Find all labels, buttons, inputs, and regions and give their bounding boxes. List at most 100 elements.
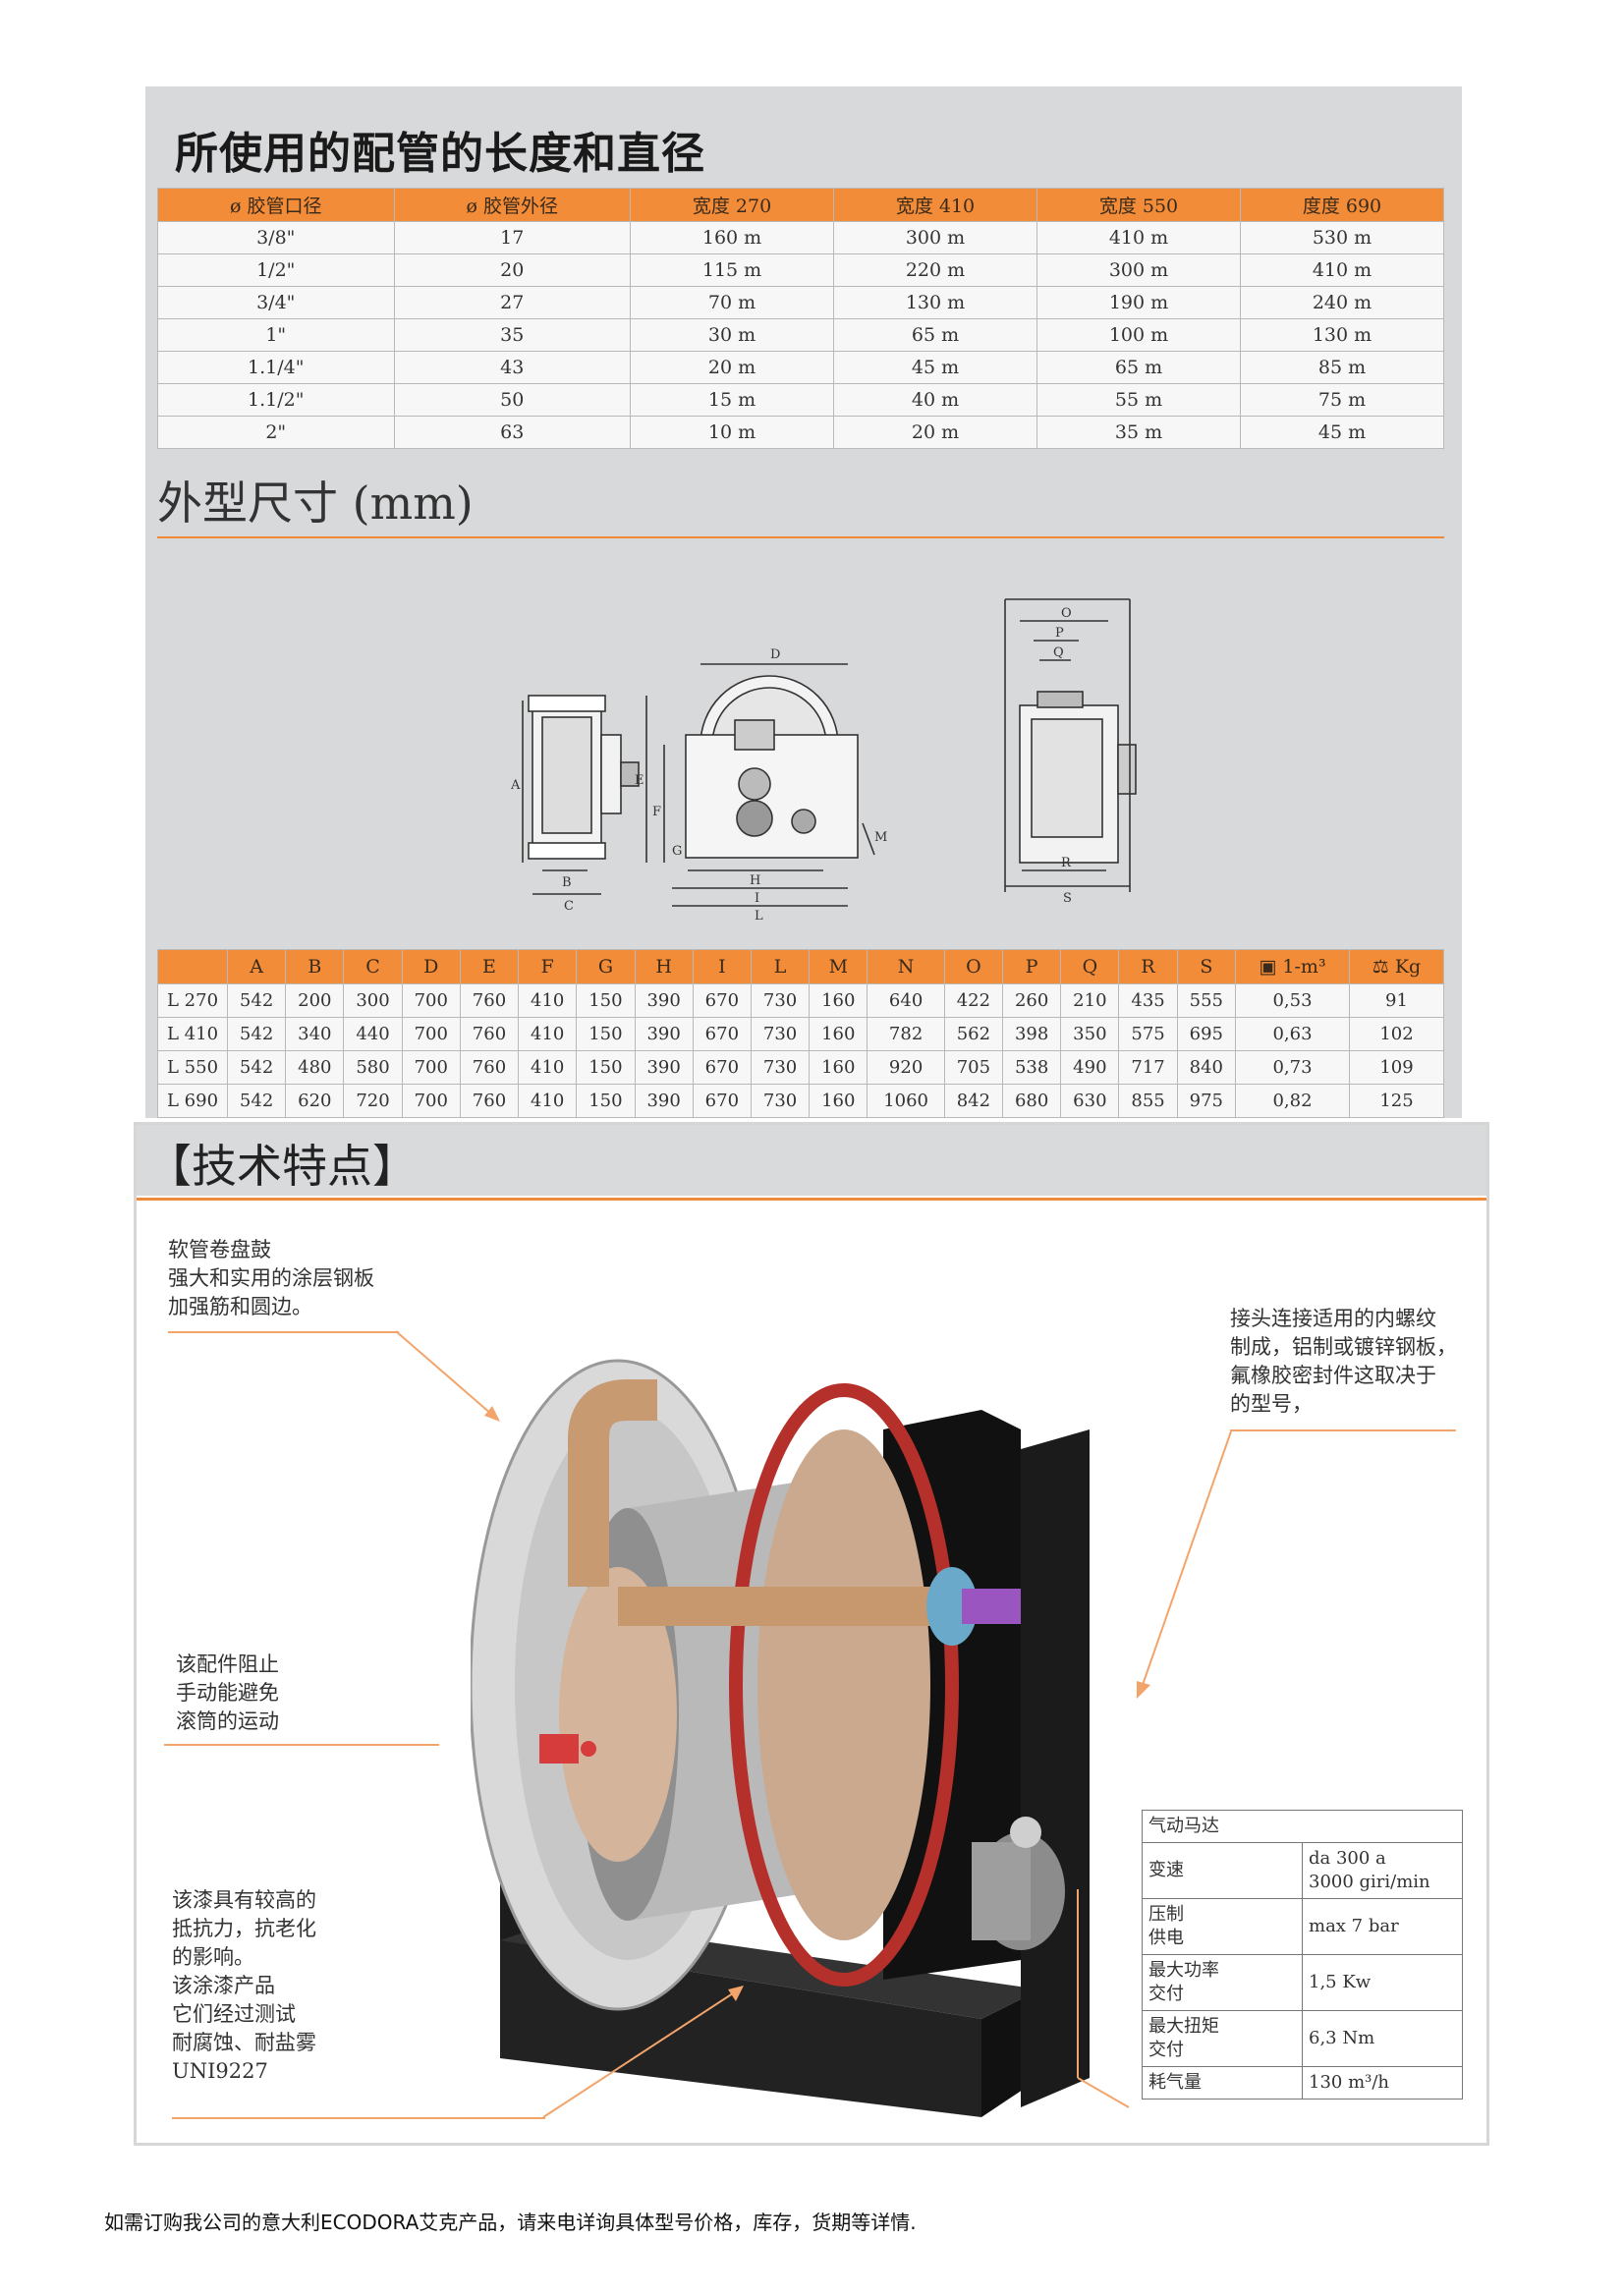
table-cell: 760	[459, 1050, 520, 1085]
table-cell: 0,53	[1235, 983, 1350, 1018]
hose-reel-illustration	[471, 1359, 1090, 2117]
table-cell: 350	[1060, 1017, 1120, 1051]
dimension-table-header: B	[285, 949, 345, 984]
table-cell: 410	[518, 1084, 578, 1118]
motor-spec-value: 1,5 Kw	[1302, 1954, 1463, 2011]
table-cell: 440	[343, 1017, 403, 1051]
table-cell: 50	[393, 383, 632, 417]
table-cell: 542	[226, 1017, 287, 1051]
table-cell: 150	[576, 1050, 636, 1085]
callout-line-paint	[172, 2117, 545, 2119]
table-cell: 760	[459, 1084, 520, 1118]
dimension-table-header: S	[1176, 949, 1237, 984]
table-cell: 480	[285, 1050, 345, 1085]
table-cell: 975	[1176, 1084, 1237, 1118]
table-cell: 760	[459, 1017, 520, 1051]
table-cell: 390	[634, 1084, 694, 1118]
table-cell: L 690	[157, 1084, 228, 1118]
table-cell: 630	[1060, 1084, 1120, 1118]
table-cell: 717	[1118, 1050, 1178, 1085]
callout-arrow-motor	[1077, 1889, 1130, 2108]
motor-spec-label: 最大扭矩 交付	[1142, 2010, 1303, 2067]
dimension-table-header: O	[943, 949, 1004, 984]
table-cell: 300 m	[833, 221, 1037, 254]
label-d: D	[770, 647, 780, 662]
table-cell: 45 m	[1239, 416, 1445, 449]
callout-arrow-paint	[542, 1986, 744, 2118]
motor-table-title: 气动马达	[1142, 1810, 1463, 1843]
section-divider	[157, 536, 1444, 538]
note-drum: 软管卷盘鼓 强大和实用的涂层钢板 加强筋和圆边。	[168, 1238, 374, 1318]
table-cell: 700	[401, 1017, 461, 1051]
table-cell: 620	[285, 1084, 345, 1118]
motor-spec-value: 130 m³/h	[1302, 2066, 1463, 2100]
table-cell: 390	[634, 1017, 694, 1051]
header-label: 1-m³	[1282, 956, 1326, 978]
header-label: Kg	[1394, 956, 1422, 978]
note-fitting: 接头连接适用的内螺纹 制成，铝制或镀锌钢板， 氟橡胶密封件这取决于 的型号，	[1230, 1307, 1457, 1416]
table-cell: 20 m	[630, 351, 835, 384]
table-cell: 91	[1349, 983, 1444, 1018]
table-cell: 700	[401, 1084, 461, 1118]
label-i: I	[755, 891, 759, 906]
label-g: G	[672, 844, 682, 859]
table-cell: L 550	[157, 1050, 228, 1085]
dimension-table-header: N	[867, 949, 945, 984]
hose-table-header: 宽度 270	[630, 188, 835, 222]
table-cell: 190 m	[1036, 286, 1241, 319]
note-brake: 该配件阻止 手动能避免 滚筒的运动	[176, 1652, 279, 1733]
dimension-section-title: 外型尺寸 (mm)	[157, 476, 474, 530]
box-icon: ▣	[1259, 956, 1283, 978]
table-cell: 542	[226, 983, 287, 1018]
label-p: P	[1055, 626, 1064, 641]
table-cell: 555	[1176, 983, 1237, 1018]
table-cell: 10 m	[630, 416, 835, 449]
dimension-table-header: G	[576, 949, 636, 984]
dimension-table-header: L	[750, 949, 811, 984]
table-cell: 55 m	[1036, 383, 1241, 417]
table-cell: 855	[1118, 1084, 1178, 1118]
table-cell: 150	[576, 983, 636, 1018]
header-label: G	[597, 956, 614, 978]
footer-note: 如需订购我公司的意大利ECODORA艾克产品，请来电详询具体型号价格，库存，货期…	[104, 2211, 917, 2234]
hose-table-header: 度度 690	[1239, 188, 1445, 222]
table-cell: 3/4"	[157, 286, 395, 319]
label-o: O	[1061, 606, 1072, 621]
table-cell: 160 m	[630, 221, 835, 254]
label-f: F	[652, 805, 661, 819]
header-label: M	[828, 956, 849, 978]
table-cell: 70 m	[630, 286, 835, 319]
table-cell: 109	[1349, 1050, 1444, 1085]
table-cell: 920	[867, 1050, 945, 1085]
label-r: R	[1061, 856, 1072, 870]
table-cell: 530 m	[1239, 221, 1445, 254]
header-label: Q	[1082, 956, 1098, 978]
callout-line-fitting	[1230, 1429, 1456, 1431]
header-label: S	[1200, 956, 1213, 978]
features-panel: 【技术特点】 软管卷盘鼓 强大和实用的涂层钢板	[134, 1122, 1489, 2146]
dimension-table-header: C	[343, 949, 403, 984]
table-cell: 580	[343, 1050, 403, 1085]
motor-spec-label: 变速	[1142, 1842, 1303, 1899]
weight-header: ⚖ Kg	[1349, 949, 1444, 984]
table-cell: 840	[1176, 1050, 1237, 1085]
hose-table-header: 宽度 410	[833, 188, 1037, 222]
header-label: O	[966, 956, 981, 978]
features-title: 【技术特点】	[146, 1140, 418, 1193]
table-cell: 680	[1002, 1084, 1062, 1118]
table-cell: 1060	[867, 1084, 945, 1118]
motor-spec-label: 压制 供电	[1142, 1898, 1303, 1955]
table-cell: 63	[393, 416, 632, 449]
header-label: F	[540, 956, 554, 978]
table-cell: 705	[943, 1050, 1004, 1085]
weight-icon: ⚖	[1372, 956, 1395, 978]
table-cell: 695	[1176, 1017, 1237, 1051]
volume-header: ▣ 1-m³	[1235, 949, 1350, 984]
